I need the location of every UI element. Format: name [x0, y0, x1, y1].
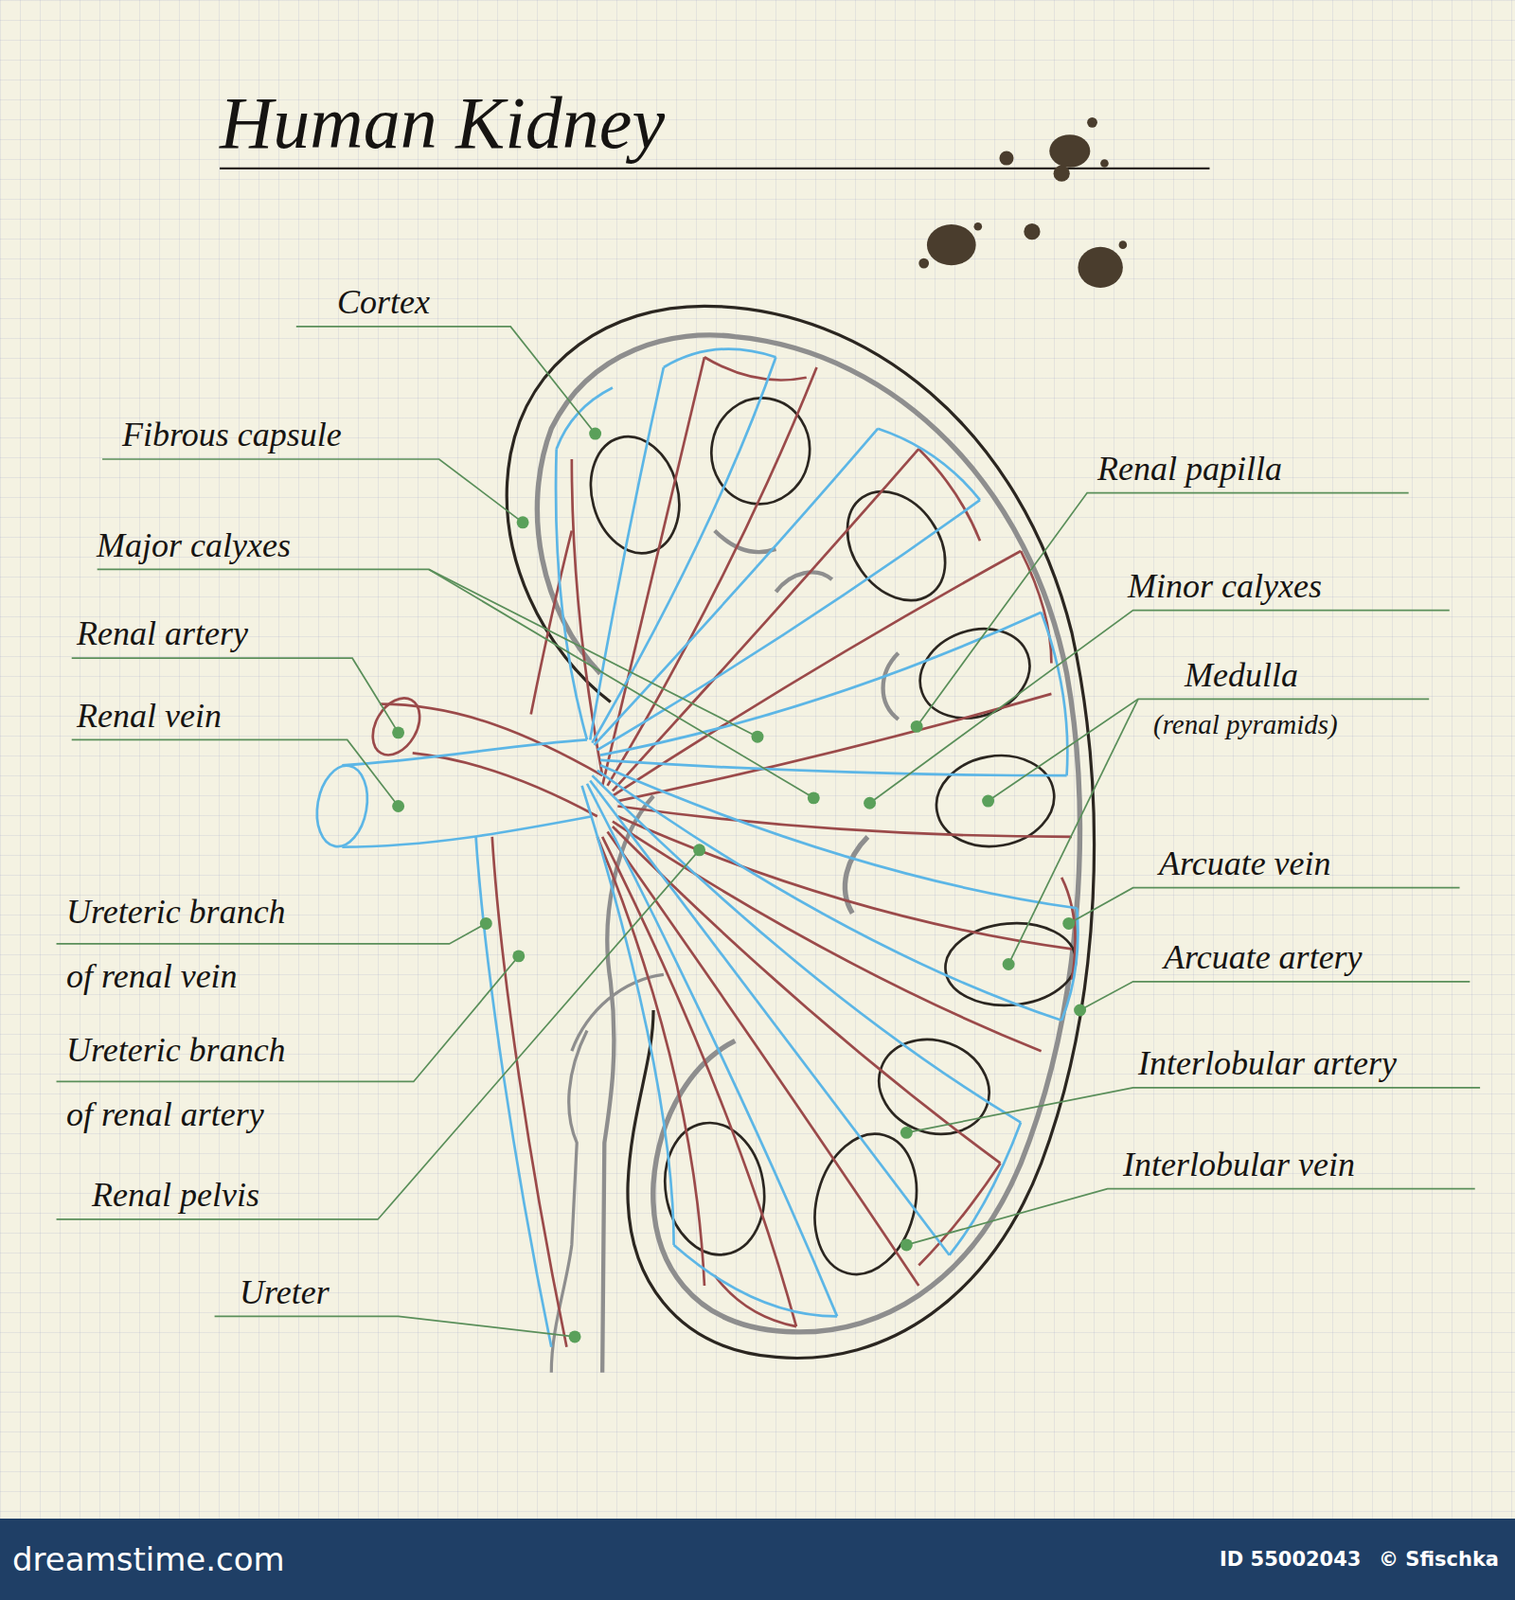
part-label: Interlobular vein [1122, 1143, 1355, 1186]
part-label: Medulla [1184, 654, 1299, 696]
part-label: Arcuate vein [1158, 842, 1332, 885]
part-label: Ureteric branch of renal artery [66, 1017, 292, 1147]
part-label: Arcuate artery [1163, 936, 1363, 979]
image-credit: © Sfischka [1378, 1518, 1499, 1600]
part-label: Renal papilla [1097, 447, 1283, 490]
part-label: Renal artery [76, 612, 249, 655]
part-label: Ureteric branch of renal vein [66, 879, 292, 1009]
part-label: Ureter [239, 1271, 330, 1314]
title: Human Kidney [219, 79, 665, 167]
part-label: Minor calyxes [1127, 565, 1322, 607]
part-label: Fibrous capsule [122, 413, 342, 456]
image-credit: ID 55002043 [1219, 1518, 1361, 1600]
part-label: Renal pelvis [91, 1174, 260, 1216]
part-label: Major calyxes [96, 524, 291, 567]
part-label: Renal vein [76, 695, 222, 737]
watermark: dreamstime.com [12, 1518, 286, 1600]
part-sublabel: (renal pyramids) [1153, 706, 1338, 743]
part-label: Cortex [337, 281, 430, 323]
part-label: Interlobular artery [1138, 1042, 1397, 1085]
